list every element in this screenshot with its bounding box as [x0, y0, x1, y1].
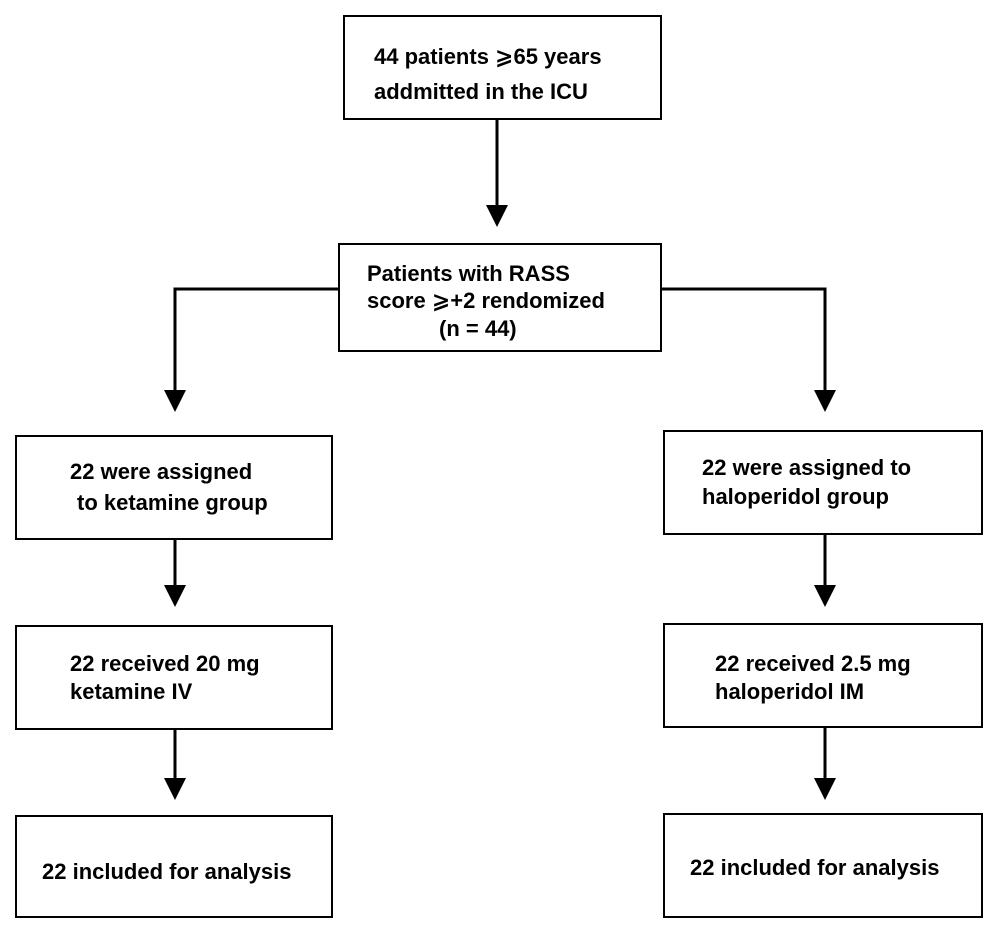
enrollment-text-line: 44 patients ⩾65 years: [374, 44, 602, 69]
randomization-text-line: score ⩾+2 rendomized: [367, 288, 605, 313]
arrowhead-to-ketamine-received: [164, 585, 186, 607]
haloperidol-received-text-line: 22 received 2.5 mg: [715, 651, 911, 676]
ketamine-received-box: 22 received 20 mg ketamine IV: [15, 625, 333, 730]
ketamine-analysis-box: 22 included for analysis: [15, 815, 333, 918]
haloperidol-received-text-line: haloperidol IM: [715, 679, 865, 704]
enrollment-text-line: addmitted in the ICU: [374, 79, 588, 104]
haloperidol-assigned-box: 22 were assigned to haloperidol group: [663, 430, 983, 535]
arrowhead-to-haloperidol-received: [814, 585, 836, 607]
arrowhead-to-ketamine-assigned: [164, 390, 186, 412]
enrollment-box: 44 patients ⩾65 years addmitted in the I…: [343, 15, 662, 120]
ketamine-analysis-text-line: 22 included for analysis: [42, 859, 292, 884]
randomization-count: (n = 44): [439, 316, 517, 341]
randomization-box: Patients with RASS score ⩾+2 rendomized …: [338, 243, 662, 352]
branch-line-to-ketamine: [173, 287, 338, 392]
ketamine-assigned-box: 22 were assigned to ketamine group: [15, 435, 333, 540]
ketamine-received-text-line: ketamine IV: [70, 679, 193, 704]
randomization-text-line: Patients with RASS: [367, 261, 570, 286]
arrowhead-to-randomization: [486, 205, 508, 227]
haloperidol-analysis-text-line: 22 included for analysis: [690, 855, 940, 880]
branch-line-to-haloperidol: [662, 287, 827, 392]
haloperidol-assigned-text-line: haloperidol group: [702, 484, 889, 509]
arrowhead-to-ketamine-analysis: [164, 778, 186, 800]
haloperidol-analysis-box: 22 included for analysis: [663, 813, 983, 918]
arrowhead-to-haloperidol-assigned: [814, 390, 836, 412]
ketamine-assigned-text-line: 22 were assigned: [70, 459, 253, 484]
haloperidol-received-box: 22 received 2.5 mg haloperidol IM: [663, 623, 983, 728]
ketamine-assigned-text-line: to ketamine group: [77, 490, 268, 515]
arrowhead-to-haloperidol-analysis: [814, 778, 836, 800]
ketamine-received-text-line: 22 received 20 mg: [70, 651, 260, 676]
haloperidol-assigned-text-line: 22 were assigned to: [702, 455, 912, 480]
